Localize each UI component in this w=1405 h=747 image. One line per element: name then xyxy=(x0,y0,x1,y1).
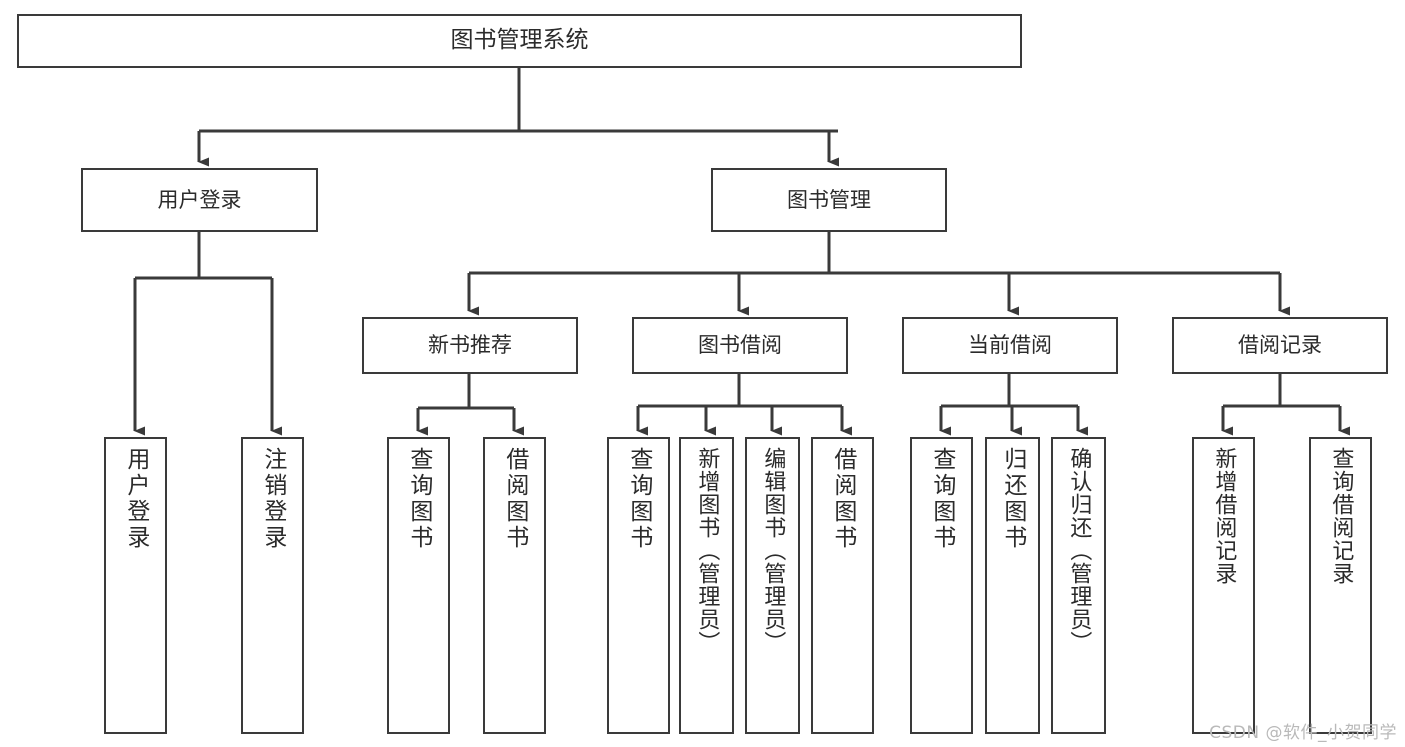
node-label: 查询图书 xyxy=(405,447,432,551)
node-root[interactable]: 图书管理系统 xyxy=(17,14,1022,68)
node-new-book-rec[interactable]: 新书推荐 xyxy=(362,317,578,374)
node-label: 当前借阅 xyxy=(968,333,1052,358)
leaf-leaf-user-logout[interactable]: 注销登录 xyxy=(241,437,304,734)
node-label: 用户登录 xyxy=(157,187,242,212)
leaf-leaf-add-record[interactable]: 新增借阅记录 xyxy=(1192,437,1255,734)
leaf-leaf-return-book[interactable]: 归还图书 xyxy=(985,437,1040,734)
node-label: 图书管理 xyxy=(787,187,871,212)
leaf-leaf-add-book[interactable]: 新增图书（管理员） xyxy=(679,437,734,734)
node-label: 新增图书（管理员） xyxy=(694,447,720,654)
node-current-borrow[interactable]: 当前借阅 xyxy=(902,317,1118,374)
node-book-manage[interactable]: 图书管理 xyxy=(711,168,947,232)
node-user-login[interactable]: 用户登录 xyxy=(81,168,318,232)
node-label: 借阅图书 xyxy=(501,447,528,551)
node-label: 编辑图书（管理员） xyxy=(760,447,786,654)
node-label: 新书推荐 xyxy=(428,333,512,358)
node-borrow-record[interactable]: 借阅记录 xyxy=(1172,317,1388,374)
node-label: 查询借阅记录 xyxy=(1328,447,1354,585)
leaf-leaf-query-book-3[interactable]: 查询图书 xyxy=(910,437,973,734)
leaf-leaf-confirm-return[interactable]: 确认归还（管理员） xyxy=(1051,437,1106,734)
node-label: 用户登录 xyxy=(122,447,149,551)
leaf-leaf-borrow-book-2[interactable]: 借阅图书 xyxy=(811,437,874,734)
node-label: 查询图书 xyxy=(928,447,955,551)
node-label: 图书借阅 xyxy=(698,333,782,358)
node-label: 新增借阅记录 xyxy=(1211,447,1237,585)
leaf-leaf-borrow-book-1[interactable]: 借阅图书 xyxy=(483,437,546,734)
node-label: 归还图书 xyxy=(999,447,1026,551)
leaf-leaf-query-book-2[interactable]: 查询图书 xyxy=(607,437,670,734)
node-label: 图书管理系统 xyxy=(450,27,589,54)
leaf-leaf-query-record[interactable]: 查询借阅记录 xyxy=(1309,437,1372,734)
leaf-leaf-user-login[interactable]: 用户登录 xyxy=(104,437,167,734)
node-label: 借阅图书 xyxy=(829,447,856,551)
node-label: 借阅记录 xyxy=(1238,333,1322,358)
leaf-leaf-query-book-1[interactable]: 查询图书 xyxy=(387,437,450,734)
csdn-watermark: CSDN @软件_小贺同学 xyxy=(1209,723,1397,743)
node-label: 注销登录 xyxy=(259,447,286,551)
node-book-borrow[interactable]: 图书借阅 xyxy=(632,317,848,374)
node-label: 查询图书 xyxy=(625,447,652,551)
leaf-leaf-edit-book[interactable]: 编辑图书（管理员） xyxy=(745,437,800,734)
node-label: 确认归还（管理员） xyxy=(1066,447,1092,654)
